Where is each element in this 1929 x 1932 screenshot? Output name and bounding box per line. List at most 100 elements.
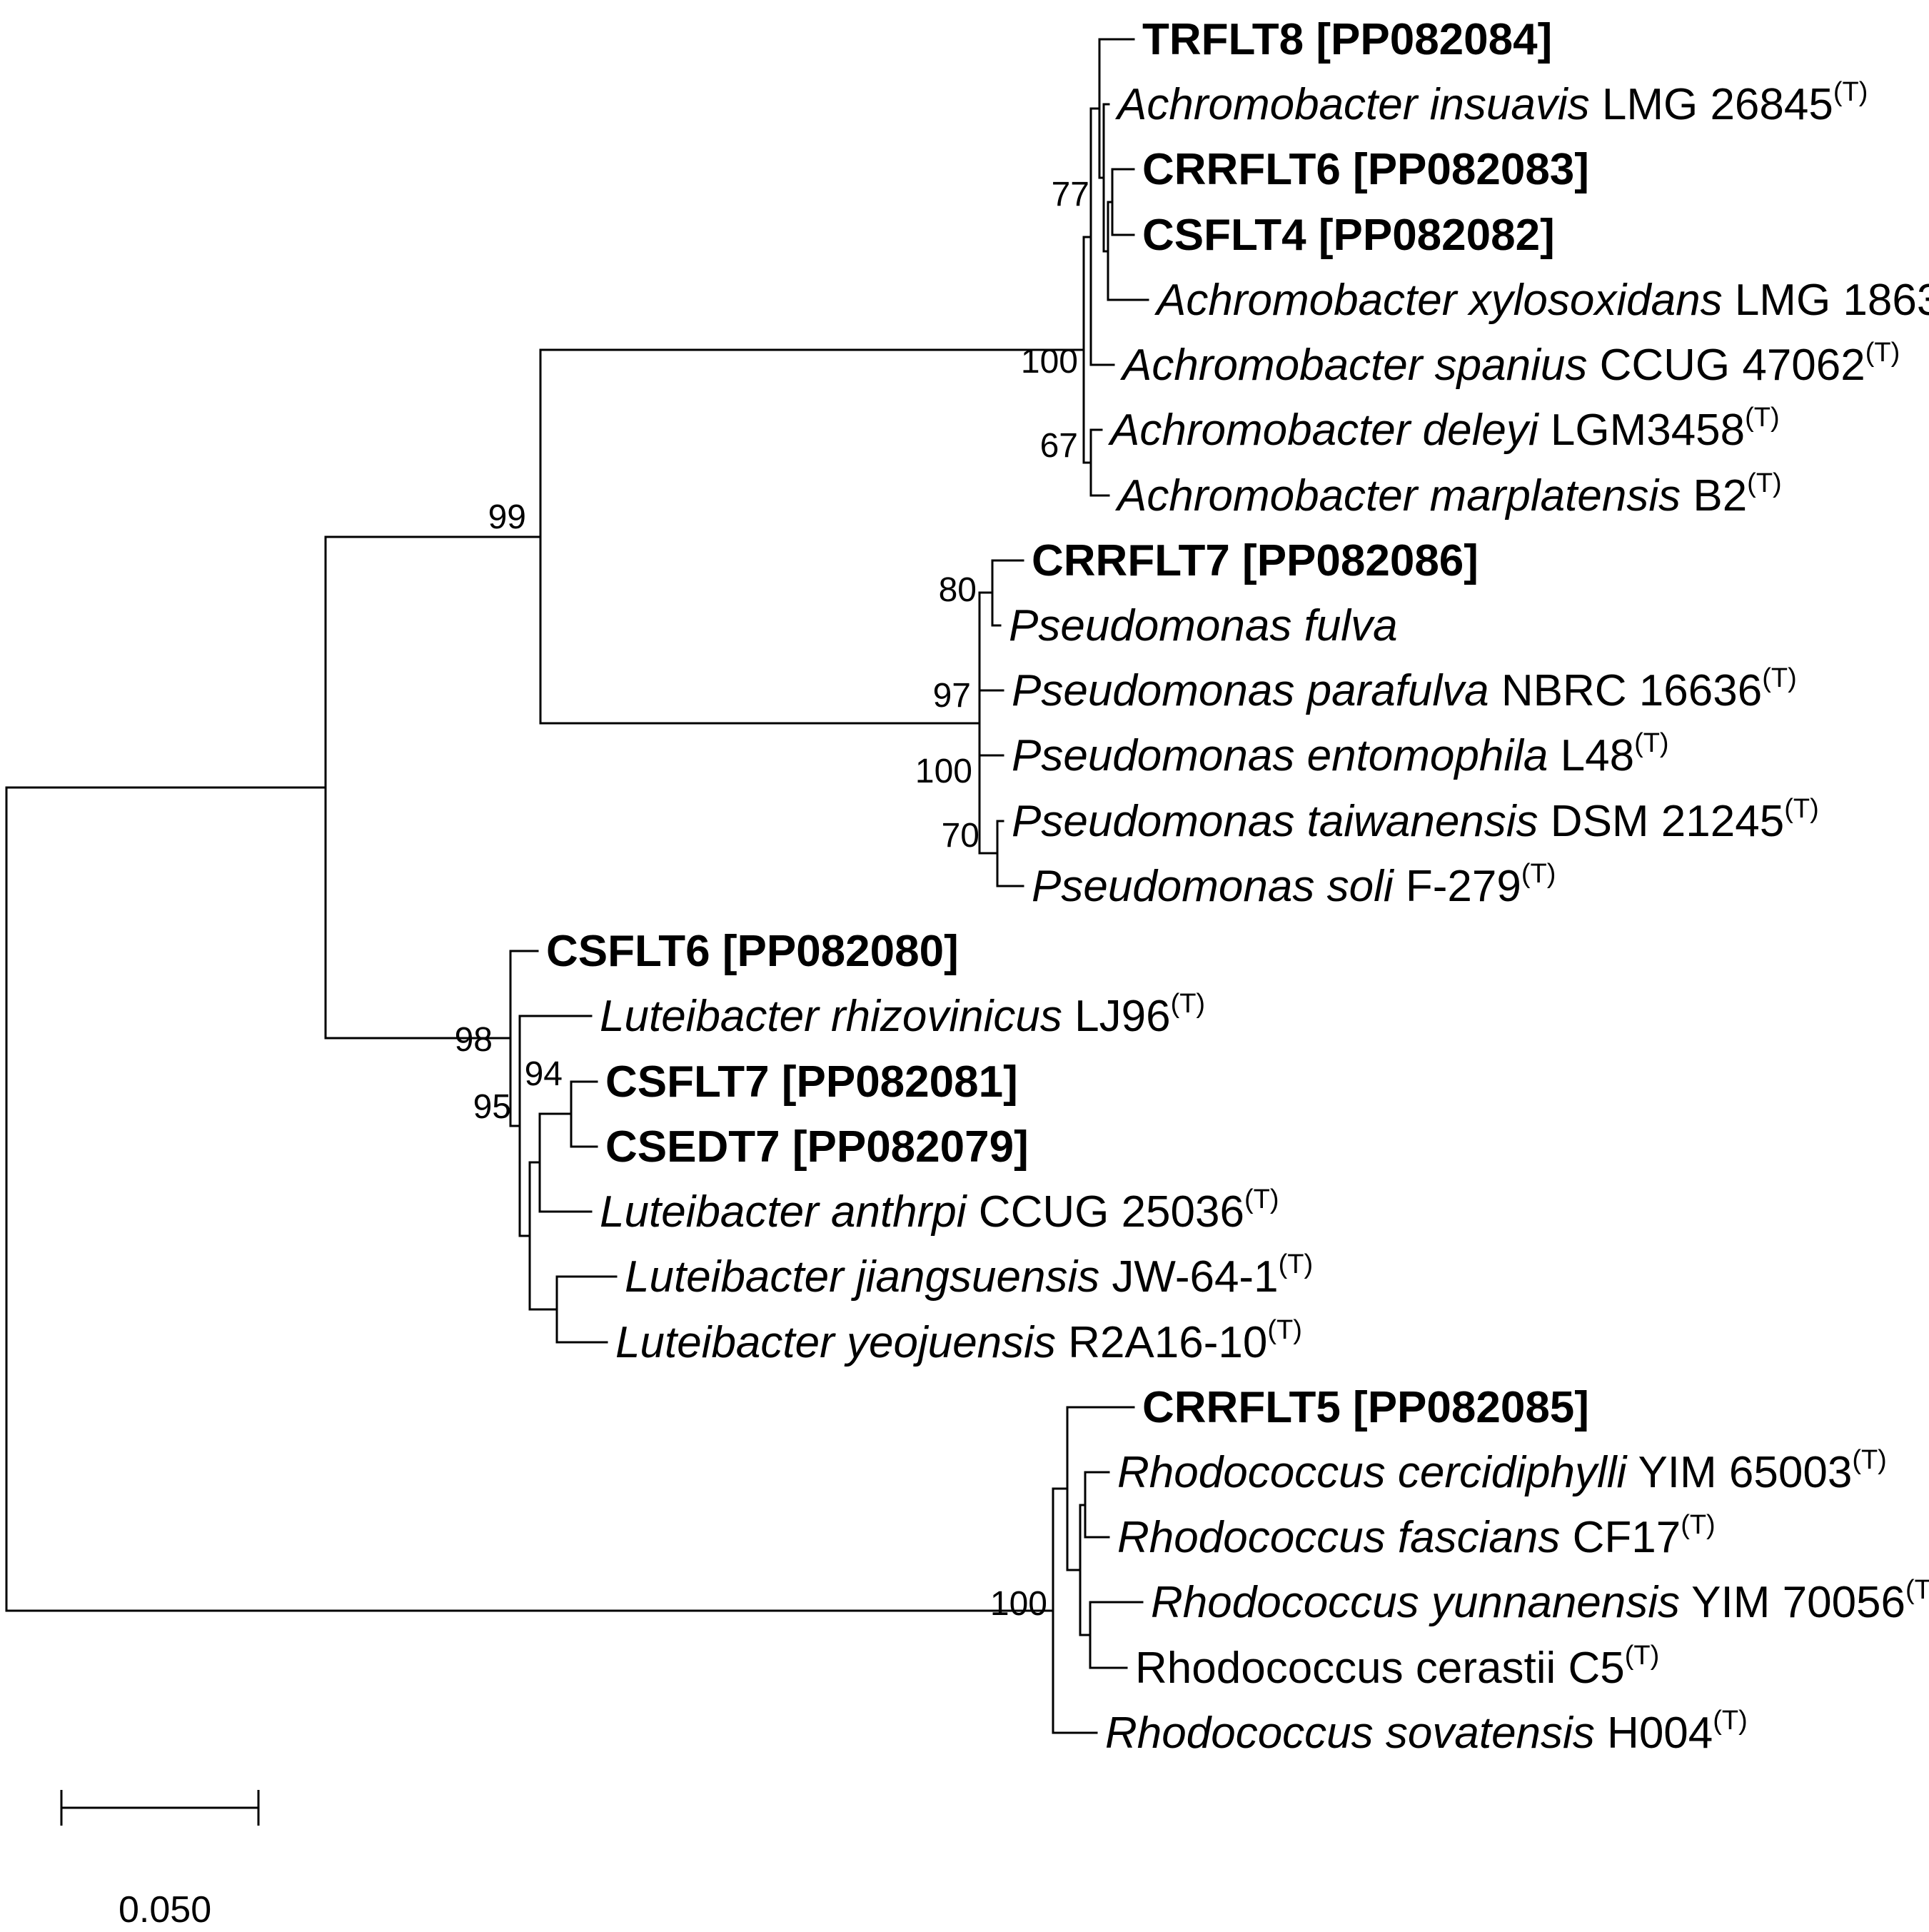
taxon-strain: F-279 (1394, 862, 1521, 911)
taxon-strain: CF17 (1560, 1513, 1681, 1562)
type-strain-superscript: (T) (1681, 1510, 1716, 1540)
scale-bar (60, 1790, 260, 1826)
taxon-label: Pseudomonas soli F-279(T) (1032, 859, 1556, 911)
taxon-label: Rhodococcus yunnanensis YIM 70056(T) (1151, 1575, 1929, 1627)
type-strain-superscript: (T) (1171, 989, 1206, 1019)
taxon-label: Pseudomonas parafulva NBRC 16636(T) (1012, 663, 1797, 715)
bootstrap-label: 70 (942, 817, 979, 855)
bootstrap-label: 100 (990, 1585, 1047, 1623)
taxon-strain: LMG 26845 (1590, 80, 1833, 129)
taxon-strain: Rhodococcus cerastii C5 (1135, 1644, 1625, 1693)
taxon-label: CSEDT7 [PP082079] (605, 1122, 1029, 1172)
taxon-binomial: Luteibacter anthrpi (600, 1187, 968, 1237)
taxon-label: Rhodococcus sovatensis H004(T) (1105, 1706, 1748, 1758)
bootstrap-label: 95 (473, 1088, 511, 1126)
taxon-strain: LGM3458 (1538, 406, 1746, 455)
taxon-strain: LJ96 (1062, 992, 1171, 1041)
scale-bar-label: 0.050 (119, 1889, 211, 1931)
taxon-strain: H004 (1595, 1709, 1713, 1758)
bootstrap-label: 77 (1052, 176, 1089, 213)
taxon-label: Achromobacter xylosoxidans LMG 1863(T) (1154, 273, 1929, 325)
taxon-label: CSFLT6 [PP082080] (546, 927, 959, 976)
type-strain-superscript: (T) (1747, 468, 1782, 498)
type-strain-superscript: (T) (1625, 1641, 1660, 1671)
taxon-strain: R2A16-10 (1056, 1318, 1267, 1367)
taxon-strain: NBRC 16636 (1489, 666, 1763, 715)
type-strain-superscript: (T) (1634, 728, 1669, 758)
taxon-label: Achromobacter deleyi LGM3458(T) (1107, 403, 1780, 455)
type-strain-superscript: (T) (1713, 1706, 1748, 1736)
taxon-binomial: Achromobacter spanius (1119, 341, 1587, 390)
type-strain-superscript: (T) (1865, 338, 1900, 368)
bootstrap-label: 94 (525, 1055, 563, 1093)
bootstrap-label: 98 (455, 1021, 493, 1059)
taxon-label: CSFLT4 [PP082082] (1142, 211, 1555, 260)
taxon-label: Rhodococcus cercidiphylli YIM 65003(T) (1117, 1445, 1887, 1497)
taxon-binomial: Pseudomonas soli (1032, 862, 1395, 911)
taxon-binomial: Rhodococcus cercidiphylli (1117, 1448, 1628, 1497)
taxon-strain: YIM 65003 (1626, 1448, 1852, 1497)
taxon-strain: CSEDT7 [PP082079] (605, 1122, 1029, 1172)
taxon-label: Achromobacter spanius CCUG 47062(T) (1119, 338, 1900, 390)
taxon-label: Pseudomonas taiwanensis DSM 21245(T) (1012, 794, 1819, 846)
taxon-strain: CSFLT4 [PP082082] (1142, 211, 1555, 260)
bootstrap-label: 97 (933, 677, 971, 715)
taxon-labels: TRFLT8 [PP082084] Achromobacter insuavis … (546, 15, 1929, 1758)
type-strain-superscript: (T) (1279, 1249, 1314, 1279)
taxon-binomial: Pseudomonas taiwanensis (1012, 797, 1538, 846)
taxon-strain: B2 (1681, 471, 1747, 520)
taxon-label: TRFLT8 [PP082084] (1142, 15, 1552, 64)
taxon-binomial: Achromobacter deleyi (1107, 406, 1540, 455)
taxon-binomial: Luteibacter yeojuensis (615, 1318, 1056, 1367)
taxon-binomial: Pseudomonas parafulva (1012, 666, 1489, 715)
bootstrap-label: 100 (1021, 343, 1078, 381)
taxon-strain: CRRFLT7 [PP082086] (1032, 536, 1479, 585)
taxon-label: Luteibacter anthrpi CCUG 25036(T) (600, 1184, 1279, 1237)
branch-lines (5, 38, 1149, 1734)
taxon-binomial: Pseudomonas fulva (1009, 601, 1398, 650)
taxon-binomial: Achromobacter marplatensis (1114, 471, 1681, 520)
taxon-label: Pseudomonas fulva (1009, 601, 1398, 650)
bootstrap-label: 80 (939, 571, 977, 609)
type-strain-superscript: (T) (1905, 1575, 1929, 1605)
taxon-label: Luteibacter jiangsuensis JW-64-1(T) (625, 1249, 1313, 1302)
taxon-strain: TRFLT8 [PP082084] (1142, 15, 1552, 64)
type-strain-superscript: (T) (1852, 1445, 1887, 1475)
taxon-strain: CRRFLT5 [PP082085] (1142, 1383, 1589, 1432)
taxon-strain: DSM 21245 (1538, 797, 1785, 846)
taxon-label: Achromobacter insuavis LMG 26845(T) (1114, 77, 1868, 129)
taxon-label: Achromobacter marplatensis B2(T) (1114, 468, 1782, 520)
taxon-binomial: Achromobacter insuavis (1114, 80, 1590, 129)
taxon-strain: CCUG 47062 (1587, 341, 1865, 390)
bootstrap-label: 99 (488, 498, 526, 536)
taxon-label: CRRFLT6 [PP082083] (1142, 145, 1589, 194)
taxon-label: Luteibacter rhizovinicus LJ96(T) (600, 989, 1205, 1041)
taxon-binomial: Luteibacter rhizovinicus (600, 992, 1062, 1041)
taxon-binomial: Pseudomonas entomophila (1012, 731, 1548, 780)
taxon-strain: LMG 1863 (1723, 276, 1929, 325)
taxon-strain: CSFLT7 [PP082081] (605, 1057, 1018, 1107)
type-strain-superscript: (T) (1745, 403, 1780, 433)
taxon-label: Rhodococcus cerastii C5(T) (1135, 1641, 1659, 1693)
taxon-label: Rhodococcus fascians CF17(T) (1117, 1510, 1716, 1562)
taxon-binomial: Rhodococcus yunnanensis (1151, 1578, 1680, 1627)
taxon-label: Luteibacter yeojuensis R2A16-10(T) (615, 1315, 1302, 1367)
taxon-label: CRRFLT7 [PP082086] (1032, 536, 1479, 585)
type-strain-superscript: (T) (1833, 77, 1868, 107)
type-strain-superscript: (T) (1521, 859, 1556, 889)
taxon-binomial: Luteibacter jiangsuensis (625, 1252, 1099, 1302)
taxon-strain: CCUG 25036 (967, 1187, 1244, 1237)
taxon-binomial: Rhodococcus fascians (1117, 1513, 1560, 1562)
taxon-strain: CSFLT6 [PP082080] (546, 927, 959, 976)
bootstrap-label: 100 (915, 753, 972, 790)
taxon-label: CSFLT7 [PP082081] (605, 1057, 1018, 1107)
taxon-label: CRRFLT5 [PP082085] (1142, 1383, 1589, 1432)
taxon-binomial: Rhodococcus sovatensis (1105, 1709, 1595, 1758)
taxon-strain: YIM 70056 (1680, 1578, 1905, 1627)
bootstrap-label: 67 (1040, 427, 1078, 465)
taxon-binomial: Achromobacter xylosoxidans (1154, 276, 1723, 325)
taxon-strain: L48 (1548, 731, 1634, 780)
type-strain-superscript: (T) (1762, 663, 1797, 693)
